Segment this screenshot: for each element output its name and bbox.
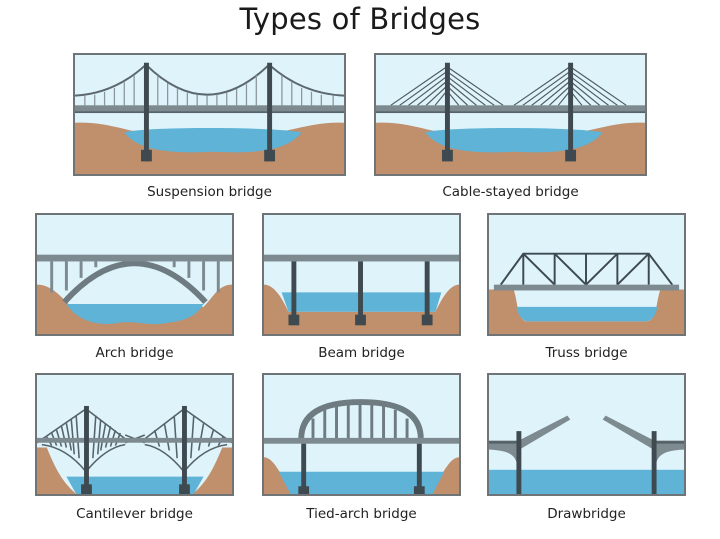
beam-bridge-illustration — [262, 213, 461, 336]
caption-beam: Beam bridge — [318, 345, 405, 361]
caption-cantilever: Cantilever bridge — [76, 506, 193, 522]
suspension-bridge-illustration — [73, 53, 346, 176]
cable-stayed-bridge-illustration — [374, 53, 647, 176]
caption-suspension: Suspension bridge — [147, 184, 272, 200]
drawbridge-icon — [489, 415, 684, 494]
caption-tied-arch: Tied-arch bridge — [306, 506, 417, 522]
caption-truss: Truss bridge — [545, 345, 628, 361]
tied-arch-bridge-icon — [264, 399, 459, 494]
cantilever-bridge-icon — [37, 405, 232, 494]
truss-bridge-icon — [489, 252, 684, 334]
cantilever-bridge-illustration — [35, 373, 234, 496]
page-title: Types of Bridges — [239, 2, 481, 36]
arch-bridge-icon — [37, 254, 232, 334]
caption-arch: Arch bridge — [95, 345, 174, 361]
caption-cable-stayed: Cable-stayed bridge — [442, 184, 579, 200]
tied-arch-bridge-illustration — [262, 373, 461, 496]
drawbridge-illustration — [487, 373, 686, 496]
arch-bridge-illustration — [35, 213, 234, 336]
suspension-bridge-icon — [75, 62, 344, 174]
caption-drawbridge: Drawbridge — [547, 506, 626, 522]
cable-stayed-bridge-icon — [376, 62, 645, 174]
beam-bridge-icon — [264, 254, 459, 334]
truss-bridge-illustration — [487, 213, 686, 336]
